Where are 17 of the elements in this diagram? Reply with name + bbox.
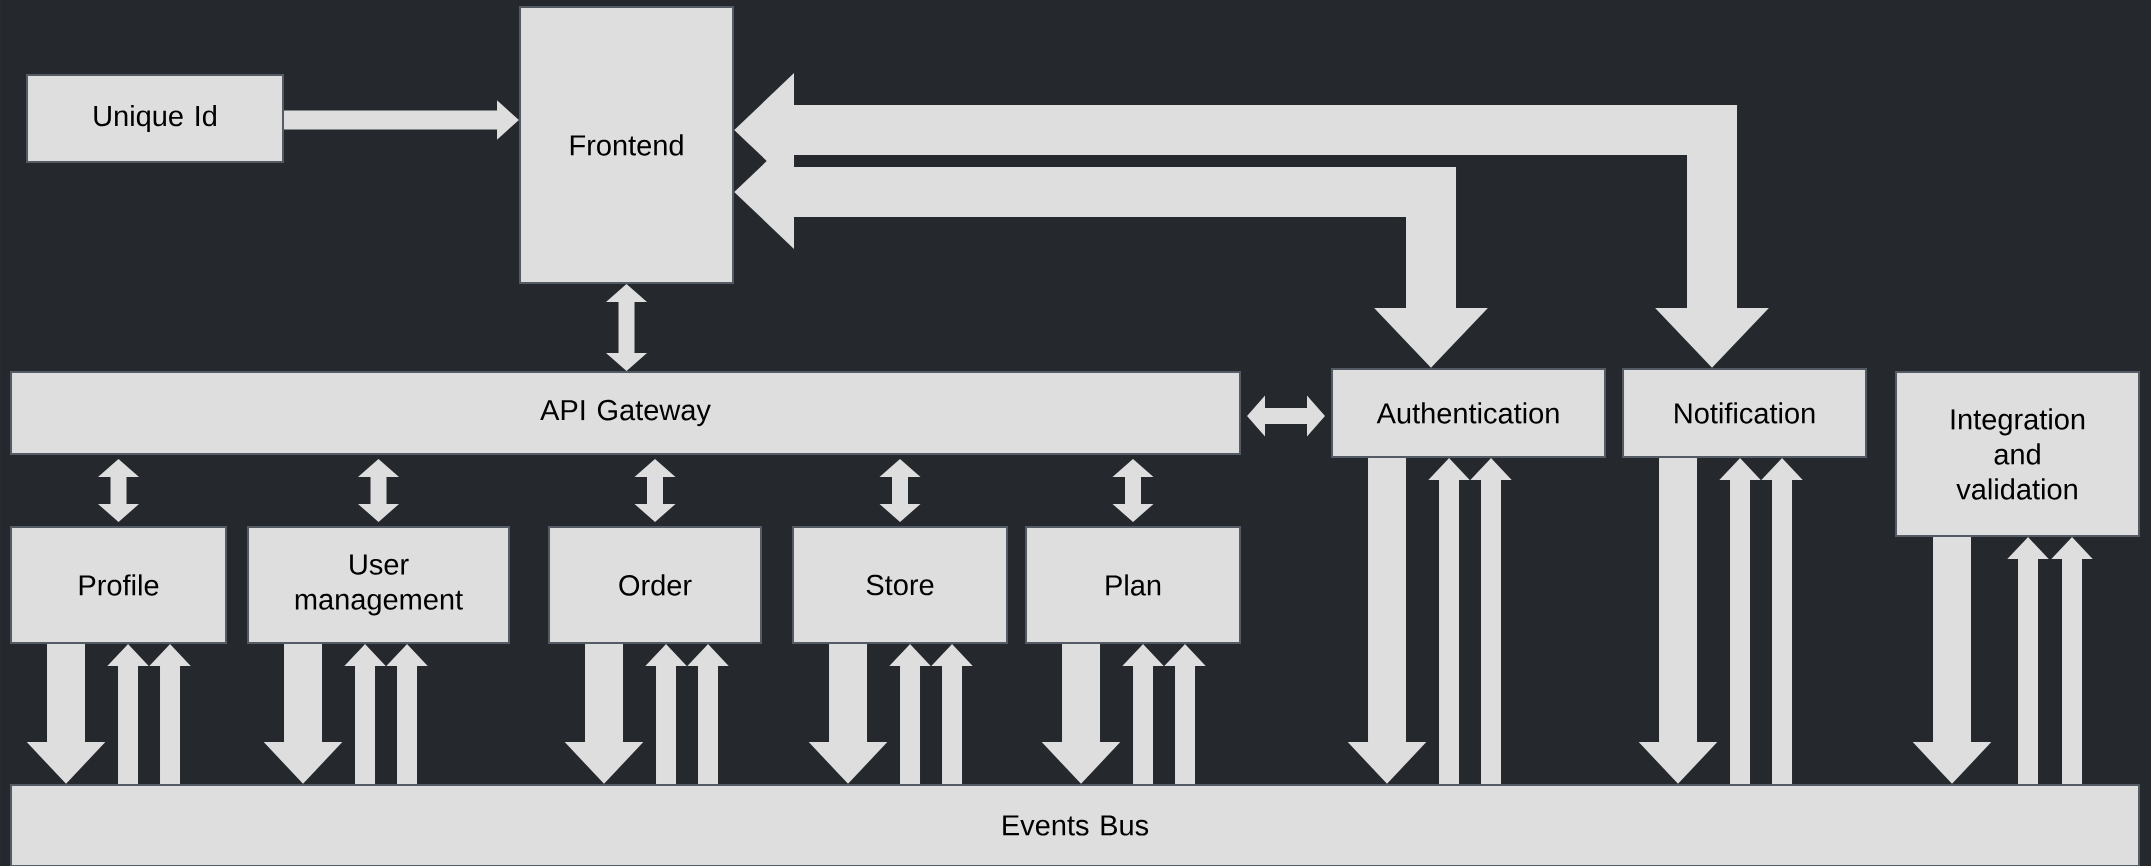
bus-bar: Events Bus xyxy=(10,784,2140,866)
arrow xyxy=(1112,459,1154,522)
component-box: Integration and validation xyxy=(1895,371,2140,537)
arrow xyxy=(358,459,400,522)
component-box: API Gateway xyxy=(10,371,1241,455)
component-box: User management xyxy=(247,526,510,644)
component-box: Plan xyxy=(1025,526,1241,644)
component-box: Authentication xyxy=(1331,368,1606,458)
component-box: Order xyxy=(548,526,762,644)
arrow xyxy=(634,459,676,522)
component-box: Unique Id xyxy=(26,74,284,163)
component-box: Frontend xyxy=(519,6,734,284)
component-box: Notification xyxy=(1622,368,1867,458)
component-box: Store xyxy=(792,526,1008,644)
arrow xyxy=(879,459,921,522)
arrow xyxy=(1247,395,1325,437)
component-box: Profile xyxy=(10,526,227,644)
